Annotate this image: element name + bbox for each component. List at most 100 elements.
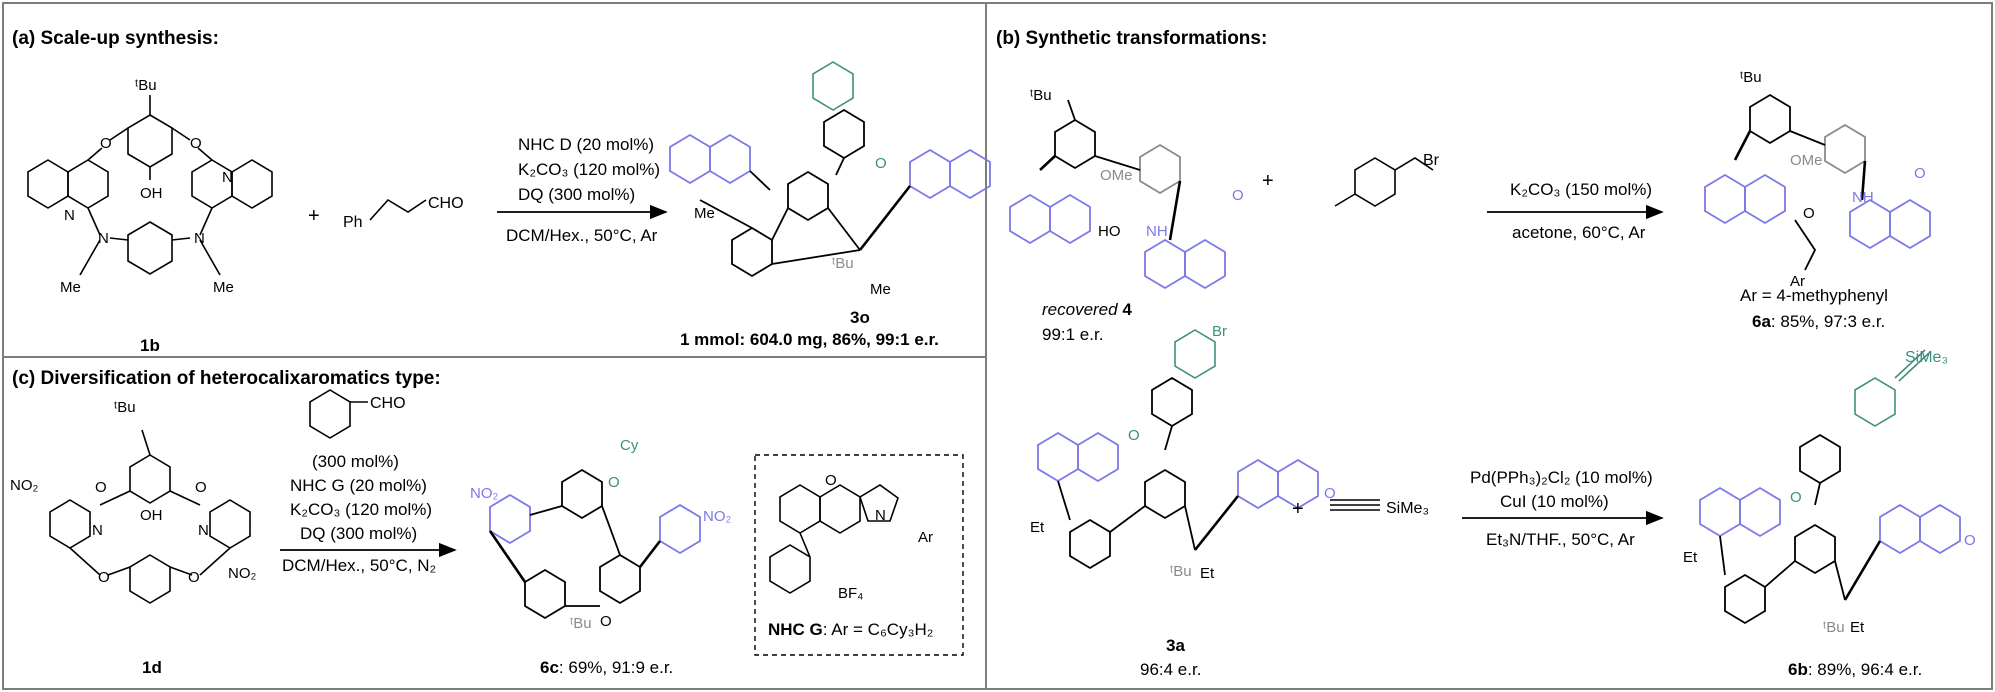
6c-tbu: ᵗBu [570,615,592,632]
6a-o: O [1914,165,1926,182]
p6c-result: : 69%, 91:9 e.r. [558,658,674,677]
1b-n-right: N [194,230,205,247]
1b-o-left: O [100,135,112,152]
cond-a-3: DQ (300 mol%) [518,185,636,204]
3o-phenyl-ring [812,61,854,111]
compound-3a-label: 3a [1166,636,1185,655]
4-ho: HO [1098,223,1121,240]
3a-et2: Et [1200,565,1215,582]
molecule-6c [488,468,701,620]
1d-o-bot-right: O [188,569,200,586]
3o-me: Me [694,205,715,222]
nhc-g-bf4: BF₄ [838,585,863,602]
1b-n-left: N [98,230,109,247]
6c-o: O [608,474,620,491]
benzyl-br: Br [1423,152,1440,169]
cond-a-1: NHC D (20 mol%) [518,135,655,154]
6b-et: Et [1683,549,1698,566]
cond-c-3: K₂CO₃ (120 mol%) [290,500,433,519]
1d-no2-left: NO₂ [10,477,39,494]
molecule-nhc-g [769,484,899,594]
6a-o-ether: O [1803,205,1815,222]
p6b-num: 6b [1788,660,1808,679]
3o-o-ester: O [875,155,887,172]
nhc-g-ar: Ar [918,529,933,546]
molecule-1d [49,429,251,604]
3a-o2: O [1324,485,1336,502]
p6a-num: 6a [1752,312,1771,331]
molecule-1b [27,95,273,276]
compound-1b-label: 1b [140,336,160,355]
1d-n-left: N [92,522,103,539]
4-ome: OMe [1100,167,1133,184]
6c-o-bridge: O [600,613,612,630]
nhc-g-o: O [825,472,837,489]
1b-me-left: Me [60,279,81,296]
panel-a-title: (a) Scale-up synthesis: [12,28,219,49]
aldehyde-ph: Ph [343,214,363,231]
6b-o2: O [1964,532,1976,549]
4-nh: NH [1146,223,1168,240]
1b-n-2: N [222,169,233,186]
plus-b2: + [1292,498,1304,520]
ar-definition: Ar = 4-methyphenyl [1740,286,1888,305]
nhc-g-name: NHC G [768,620,823,639]
1d-o-bot-left: O [98,569,110,586]
1b-o-right: O [190,135,202,152]
panel-b [985,2,1993,690]
1b-oh: OH [140,185,163,202]
molecule-benzyl-bromide [1334,157,1434,207]
cond-b1-solv: acetone, 60°C, Ar [1512,223,1646,242]
product-6a-label: 6a: 85%, 97:3 e.r. [1752,312,1885,332]
molecule-4 [1009,99,1226,290]
6b-sime3: SiMe₃ [1905,349,1948,366]
1d-o-top-left: O [95,479,107,496]
3a-bromophenyl-ring [1174,329,1216,379]
6a-ar: Ar [1790,273,1805,290]
6a-ome: OMe [1790,152,1823,169]
6a-tbu: ᵗBu [1740,69,1762,86]
6a-nh: NH [1852,189,1874,206]
1d-o-top-right: O [195,479,207,496]
nhc-g-box [754,454,964,656]
tms-acetylene-label: SiMe₃ [1386,500,1429,517]
1b-me-right: Me [213,279,234,296]
product-6c-label: 6c: 69%, 91:9 e.r. [540,658,673,678]
3o-tbu: ᵗBu [832,255,854,272]
cond-c-4: DQ (300 mol%) [300,524,418,543]
recovered-text: recovered [1042,300,1118,319]
recovered-num: 4 [1122,300,1132,319]
4-tbu: ᵗBu [1030,87,1052,104]
cond-b2-pd: Pd(PPh₃)₂Cl₂ (10 mol%) [1470,468,1653,487]
p6a-result: : 85%, 97:3 e.r. [1770,312,1886,331]
cond-b2-cui: CuI (10 mol%) [1500,492,1609,511]
3a-et: Et [1030,519,1045,536]
cond-c-5: DCM/Hex., 50°C, N₂ [282,556,437,575]
1b-tbu: ᵗBu [135,77,157,94]
plus-a: + [308,205,320,227]
molecule-tms-acetylene [1330,499,1380,511]
6b-tbu: ᵗBu [1823,619,1845,636]
6c-no2-left: NO₂ [470,485,499,502]
nhc-g-label: NHC G: Ar = C₆Cy₃H₂ [768,620,933,640]
aldehyde-cho: CHO [428,195,464,212]
6c-cy: Cy [620,437,639,454]
molecule-6a [1704,93,1931,271]
cond-a-2: K₂CO₃ (120 mol%) [518,160,661,179]
6b-o: O [1790,489,1802,506]
nhc-g-definition: : Ar = C₆Cy₃H₂ [822,620,934,639]
1d-no2-right: NO₂ [228,565,257,582]
molecule-cyclohexane-cho [309,389,368,439]
3a-br: Br [1212,323,1227,340]
product-3o-label: 3o [850,308,870,327]
cond-c-1: (300 mol%) [312,452,399,471]
molecule-aldehyde [369,198,427,221]
molecule-3o [669,108,991,278]
6b-phenyl-ring [1854,377,1896,427]
1b-n-1: N [64,207,75,224]
6b-et2: Et [1850,619,1865,636]
3o-me2: Me [870,281,891,298]
plus-b1: + [1262,170,1274,192]
product-3o-result: 1 mmol: 604.0 mg, 86%, 99:1 e.r. [680,330,939,349]
